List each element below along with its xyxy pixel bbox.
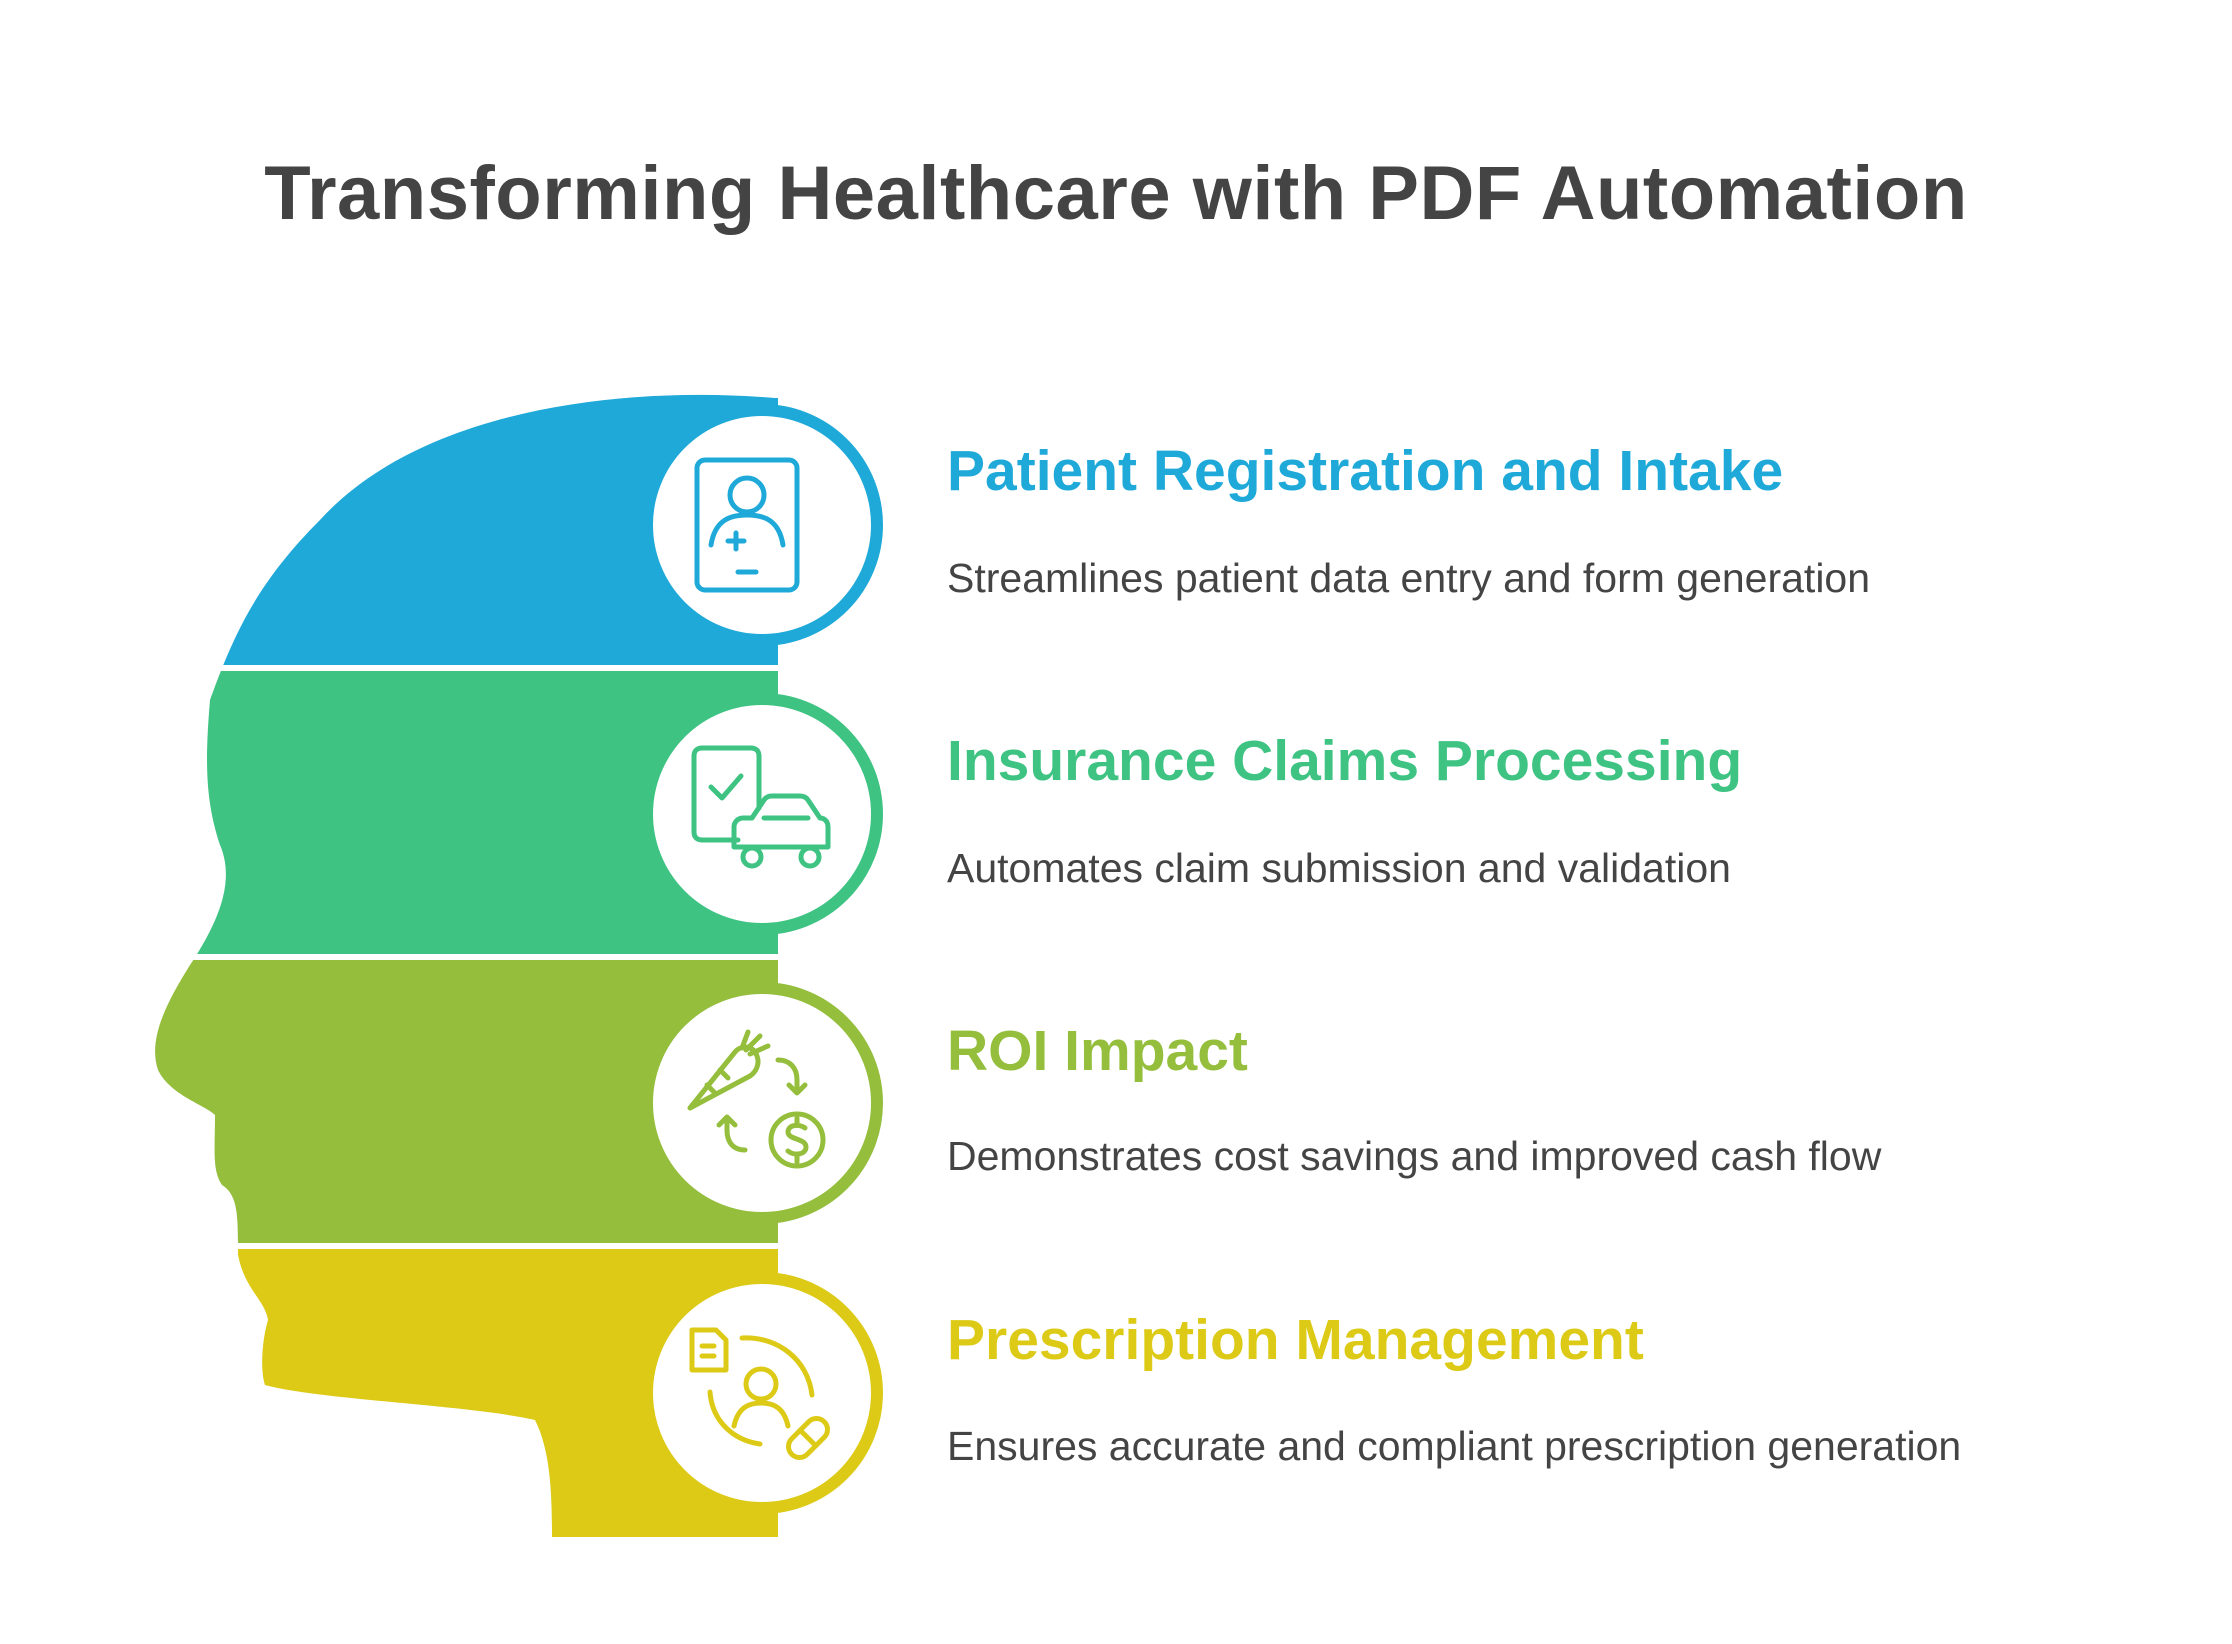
stage-description-prescription: Ensures accurate and compliant prescript…	[947, 1423, 1962, 1469]
icon-badge-roi	[641, 982, 883, 1224]
icon-badge-prescription	[641, 1272, 883, 1514]
icon-badge-registration	[641, 404, 883, 646]
stage-description-roi: Demonstrates cost savings and improved c…	[947, 1133, 1882, 1179]
head-band-roi	[155, 960, 778, 1243]
stage-description-insurance: Automates claim submission and validatio…	[947, 845, 1731, 891]
head-silhouette	[237, 1249, 778, 1537]
stage-description-registration: Streamlines patient data entry and form …	[947, 555, 1871, 601]
stage-heading-roi: ROI Impact	[947, 1019, 1248, 1083]
document-person-pill-icon	[689, 1327, 830, 1460]
head-band-insurance	[197, 671, 778, 954]
head-band-prescription	[237, 1249, 778, 1537]
icon-badge-insurance	[641, 693, 883, 935]
patient-tablet-icon	[694, 457, 800, 593]
stage-heading-registration: Patient Registration and Intake	[947, 439, 1784, 503]
head-silhouette	[155, 960, 778, 1243]
carrot-dollar-cycle-icon	[687, 1029, 826, 1169]
stage-heading-insurance: Insurance Claims Processing	[947, 729, 1743, 793]
head-silhouette	[197, 671, 778, 954]
head-silhouette	[223, 394, 778, 665]
head-band-registration	[223, 394, 778, 665]
page-title: Transforming Healthcare with PDF Automat…	[264, 151, 1968, 236]
phone-car-claim-icon	[691, 745, 831, 869]
stage-heading-prescription: Prescription Management	[947, 1308, 1644, 1372]
